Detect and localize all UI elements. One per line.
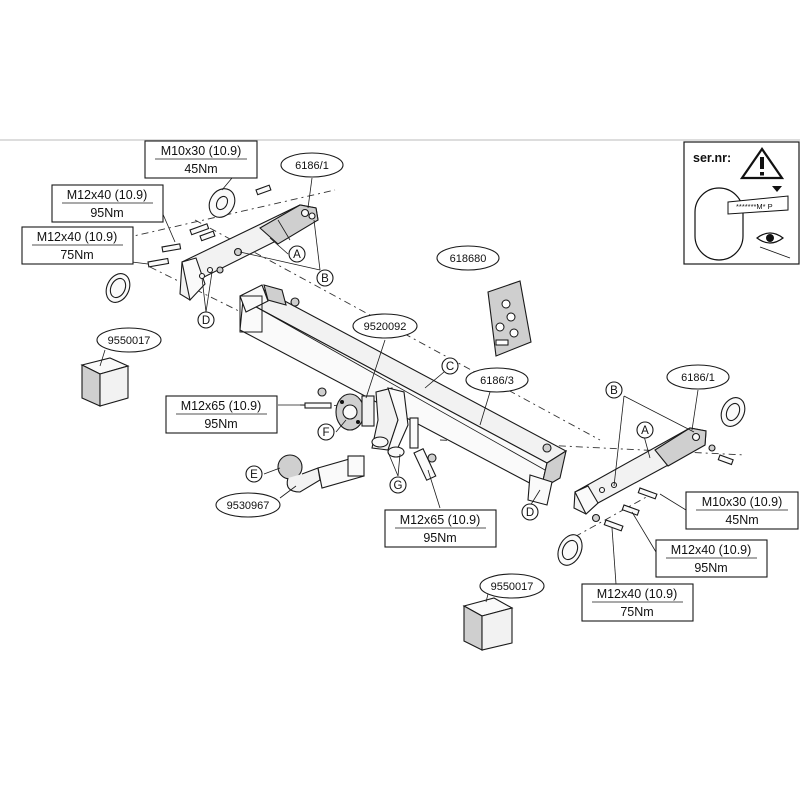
left-bracket[interactable] <box>179 204 319 302</box>
bolt-label-4: M12x65 (10.9) 95Nm <box>165 395 278 434</box>
svg-text:A: A <box>641 425 649 437</box>
right-top-washer <box>720 397 746 427</box>
svg-text:6186/3: 6186/3 <box>480 375 514 387</box>
part-label-crossbar: 6186/3 <box>465 367 529 393</box>
svg-text:A: A <box>293 249 301 261</box>
callout-g: G <box>389 476 407 494</box>
svg-text:D: D <box>202 315 210 327</box>
bolt-label-2: M12x40 (10.9) 95Nm <box>51 184 164 223</box>
svg-text:95Nm: 95Nm <box>423 531 456 545</box>
part-label-bracket-right: 6186/1 <box>666 364 730 390</box>
socket-plate[interactable] <box>335 393 375 431</box>
part-label-packing-top: 9550017 <box>96 327 162 353</box>
serial-plate-icon <box>694 187 744 261</box>
left-top-washer <box>208 188 236 218</box>
svg-text:9530967: 9530967 <box>227 500 270 512</box>
right-lower-washer <box>557 534 583 566</box>
svg-text:M12x40 (10.9): M12x40 (10.9) <box>671 543 752 557</box>
svg-text:M12x65 (10.9): M12x65 (10.9) <box>181 399 262 413</box>
serial-stamp: *******M* P <box>736 202 773 211</box>
callout-f: F <box>317 423 335 441</box>
svg-text:6186/1: 6186/1 <box>295 160 329 172</box>
svg-text:E: E <box>250 469 258 481</box>
svg-text:M12x40 (10.9): M12x40 (10.9) <box>67 188 148 202</box>
bolt-label-7: M12x40 (10.9) 95Nm <box>655 539 768 578</box>
bolt-label-5: M12x65 (10.9) 95Nm <box>384 509 497 548</box>
svg-text:618680: 618680 <box>450 253 487 265</box>
svg-text:M12x40 (10.9): M12x40 (10.9) <box>597 587 678 601</box>
svg-text:9550017: 9550017 <box>108 335 151 347</box>
svg-text:95Nm: 95Nm <box>90 206 123 220</box>
right-bracket[interactable] <box>573 427 707 515</box>
svg-text:F: F <box>322 427 329 439</box>
callout-d-left: D <box>197 311 215 329</box>
svg-text:75Nm: 75Nm <box>60 248 93 262</box>
part-label-packing-bottom: 9550017 <box>479 573 545 599</box>
part-label-bracket-left: 6186/1 <box>280 152 344 178</box>
label-sheet[interactable] <box>487 280 532 357</box>
svg-text:9550017: 9550017 <box>491 581 534 593</box>
serial-number-panel: ser.nr: *******M* P <box>683 141 800 265</box>
bolt-label-1: M10x30 (10.9) 45Nm <box>144 140 258 179</box>
svg-text:45Nm: 45Nm <box>725 513 758 527</box>
callout-d-right: D <box>521 503 539 521</box>
part-label-socket-plate: 9520092 <box>352 313 418 339</box>
svg-text:D: D <box>526 507 534 519</box>
svg-text:75Nm: 75Nm <box>620 605 653 619</box>
svg-text:M10x30 (10.9): M10x30 (10.9) <box>702 495 783 509</box>
packing-box-top[interactable] <box>80 357 130 407</box>
towball[interactable] <box>277 454 365 493</box>
svg-text:95Nm: 95Nm <box>694 561 727 575</box>
callout-c: C <box>441 357 459 375</box>
callout-a-right: A <box>636 421 654 439</box>
svg-text:M12x65 (10.9): M12x65 (10.9) <box>400 513 481 527</box>
bolt-label-6: M10x30 (10.9) 45Nm <box>685 491 799 530</box>
svg-text:45Nm: 45Nm <box>184 162 217 176</box>
part-label-label-sheet: 618680 <box>436 245 500 271</box>
callout-b-right: B <box>605 381 623 399</box>
callout-e: E <box>245 465 263 483</box>
leader-lines <box>99 177 699 603</box>
left-lower-washer <box>105 273 131 303</box>
svg-text:M10x30 (10.9): M10x30 (10.9) <box>161 144 242 158</box>
svg-text:9520092: 9520092 <box>364 321 407 333</box>
bolt-label-3: M12x40 (10.9) 75Nm <box>21 226 134 265</box>
serial-label: ser.nr: <box>693 151 731 165</box>
svg-text:B: B <box>321 273 329 285</box>
svg-text:G: G <box>394 480 403 492</box>
right-bolts <box>591 444 734 532</box>
packing-box-bottom[interactable] <box>462 597 514 651</box>
callout-b-left: B <box>316 269 334 287</box>
left-bolts <box>147 184 272 274</box>
svg-text:C: C <box>446 361 454 373</box>
svg-text:95Nm: 95Nm <box>204 417 237 431</box>
svg-text:6186/1: 6186/1 <box>681 372 715 384</box>
svg-text:M12x40 (10.9): M12x40 (10.9) <box>37 230 118 244</box>
mount-bolts <box>304 387 437 481</box>
callout-a-left: A <box>288 245 306 263</box>
svg-text:B: B <box>610 385 618 397</box>
part-label-ball: 9530967 <box>215 492 281 518</box>
bolt-label-8: M12x40 (10.9) 75Nm <box>581 583 694 622</box>
